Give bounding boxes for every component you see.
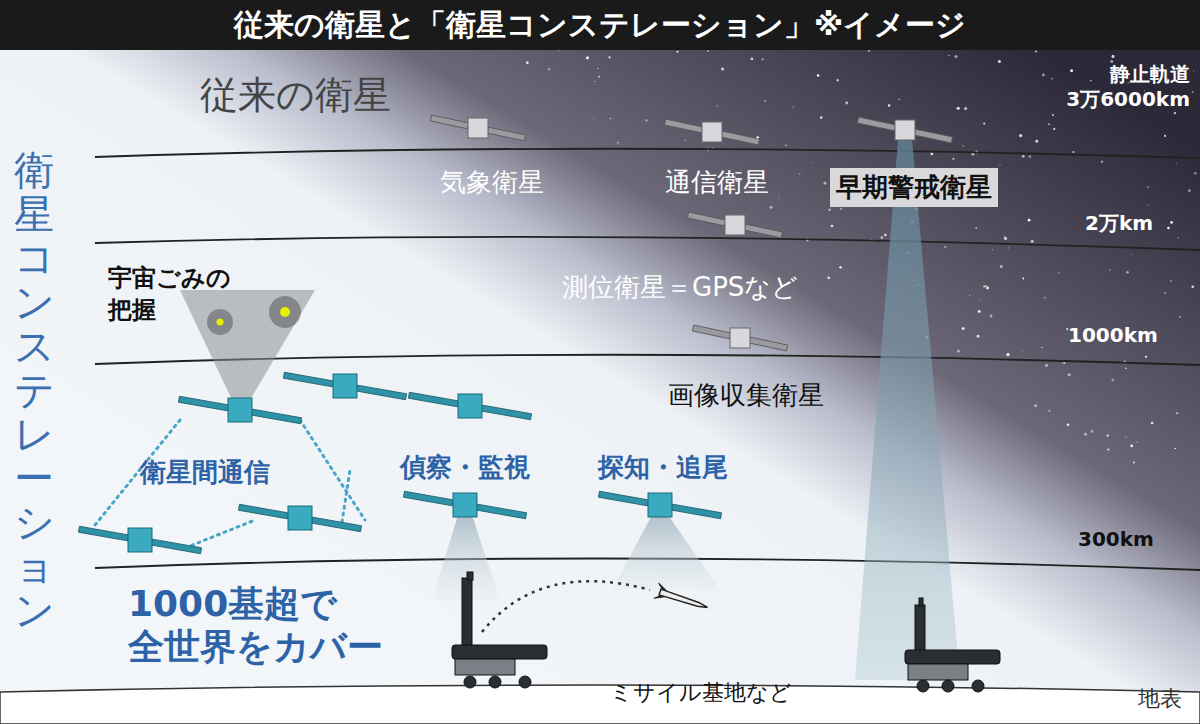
section-heading: 従来の衛星 <box>200 70 391 121</box>
function-label: 探知・追尾 <box>598 450 728 485</box>
function-label: 宇宙ごみの 把握 <box>108 262 248 327</box>
ground-label: ミサイル基地など <box>610 678 792 708</box>
caption-note: 1000基超で 全世界をカバー <box>128 582 428 668</box>
orbit-altitude: 300km <box>1078 527 1154 551</box>
title-text: 従来の衛星と「衛星コンステレーション」※イメージ <box>234 5 966 46</box>
orbit-altitude: 1000km <box>1068 323 1158 347</box>
vertical-heading: 衛星コンステレーション <box>14 148 54 632</box>
box-text: 早期警戒衛星 <box>836 170 992 205</box>
title-bar: 従来の衛星と「衛星コンステレーション」※イメージ <box>0 0 1200 50</box>
function-label: 偵察・監視 <box>400 450 530 485</box>
orbit-altitude: 2万km <box>1085 210 1153 237</box>
satellite-label: 画像収集衛星 <box>668 378 824 413</box>
ground-label: 地表 <box>1138 684 1182 714</box>
function-label: 衛星間通信 <box>140 455 270 490</box>
orbit-altitude: 静止軌道 3万6000km <box>1040 62 1190 112</box>
satellite-label: 気象衛星 <box>440 165 544 200</box>
satellite-label: 測位衛星＝GPSなど <box>562 270 798 305</box>
label-box: 早期警戒衛星 <box>830 168 998 207</box>
satellite-label: 通信衛星 <box>665 165 769 200</box>
